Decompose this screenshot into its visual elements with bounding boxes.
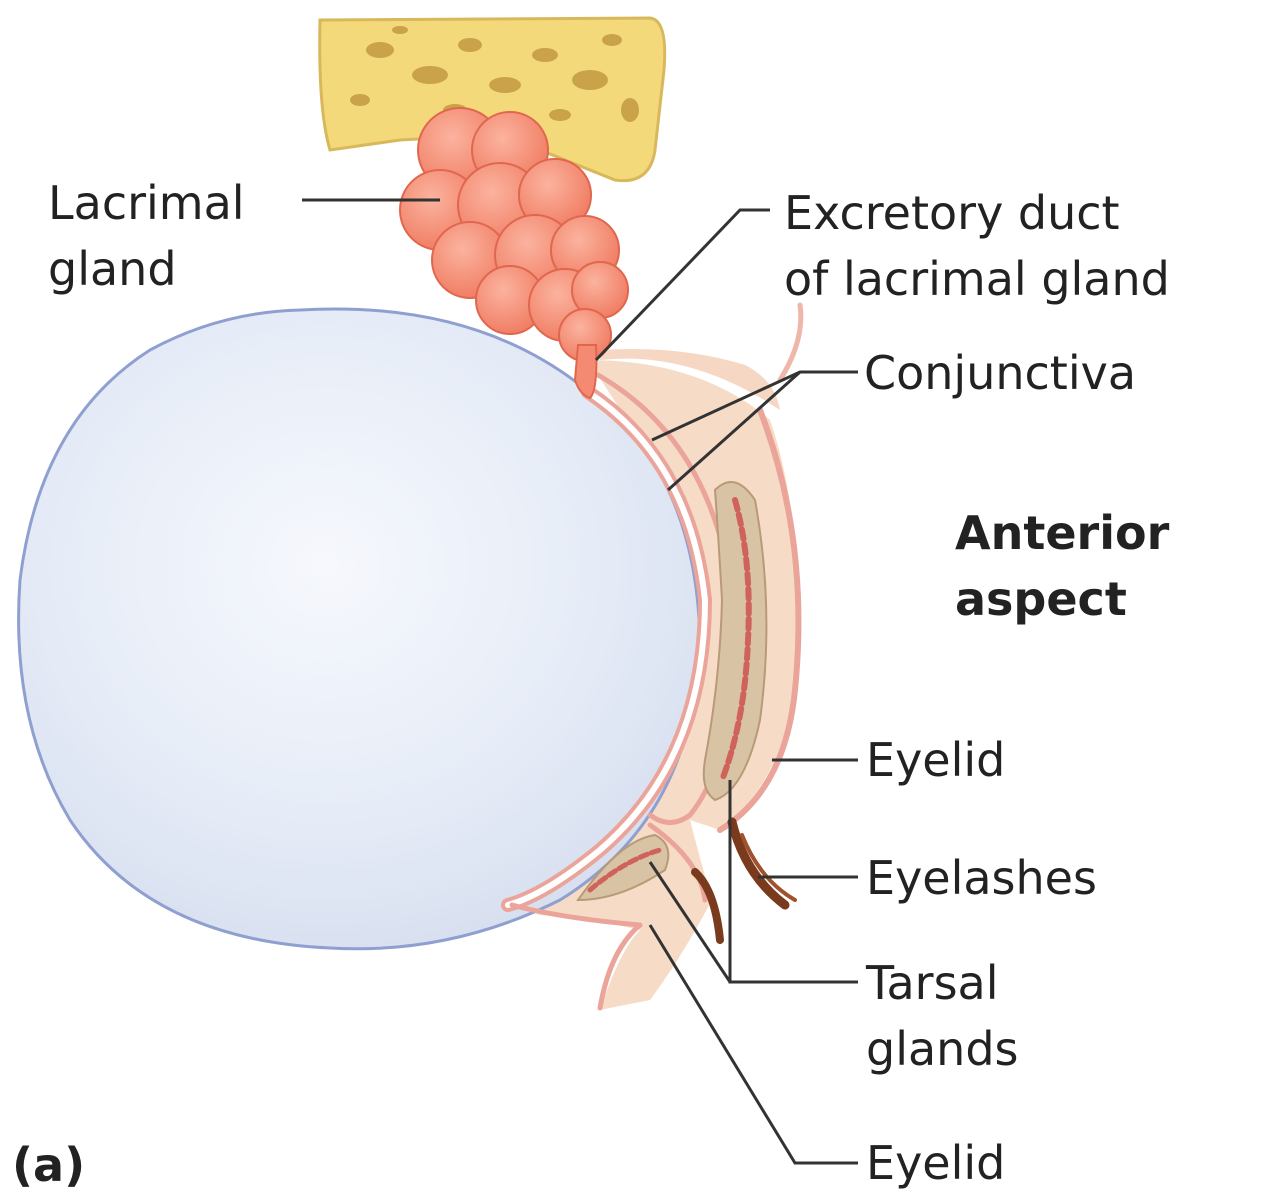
label-excretory-duct-line1: Excretory duct [784,180,1170,246]
label-anterior-aspect-line1: Anterior [955,500,1169,566]
label-anterior-aspect: Anterior aspect [955,500,1169,632]
panel-label: (a) [12,1132,85,1198]
label-tarsal-glands-line2: glands [866,1016,1019,1082]
label-conjunctiva: Conjunctiva [864,340,1136,406]
label-tarsal-glands-line1: Tarsal [866,950,1019,1016]
label-excretory-duct: Excretory duct of lacrimal gland [784,180,1170,312]
label-eyelid-upper: Eyelid [866,727,1005,793]
eyelashes [695,822,795,940]
label-excretory-duct-line2: of lacrimal gland [784,246,1170,312]
label-anterior-aspect-line2: aspect [955,566,1169,632]
label-eyelashes: Eyelashes [866,845,1097,911]
label-tarsal-glands: Tarsal glands [866,950,1019,1082]
label-lacrimal-gland-line2: gland [48,236,245,302]
label-lacrimal-gland-line1: Lacrimal [48,170,245,236]
label-eyelid-lower: Eyelid [866,1130,1005,1196]
label-lacrimal-gland: Lacrimal gland [48,170,245,302]
